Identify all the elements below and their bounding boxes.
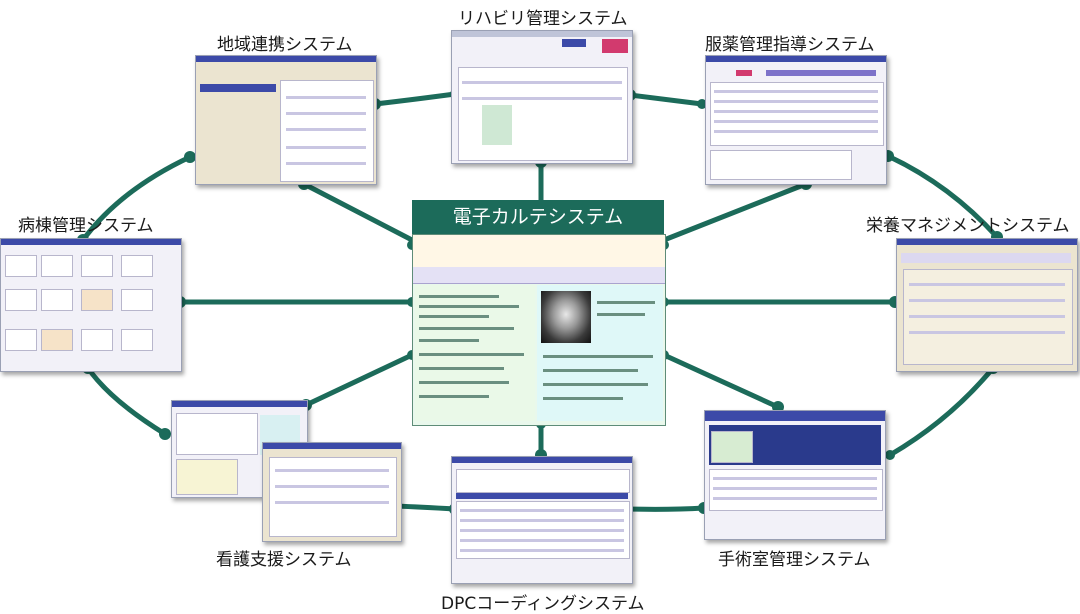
spoke-lower-left <box>303 352 415 408</box>
screenshot-rehab <box>451 30 633 164</box>
ring-arc-bottom-left <box>85 365 168 437</box>
screenshot-eiyo <box>896 238 1078 372</box>
spoke-lower-right <box>661 352 781 410</box>
label-chiiki: 地域連携システム <box>217 35 353 55</box>
label-shujutsu: 手術室管理システム <box>718 550 871 570</box>
ring-arc-bottom-right <box>887 365 996 458</box>
screenshot-chiiki <box>195 55 377 185</box>
ehr-screenshot <box>412 234 666 426</box>
screenshot-kango-back <box>262 442 402 542</box>
label-byoto: 病棟管理システム <box>18 216 154 236</box>
ring-arc-top-right <box>885 153 1000 240</box>
label-rehab: リハビリ管理システム <box>458 9 628 29</box>
ring-arc-top-right-mid <box>627 92 705 107</box>
screenshot-dpc <box>451 456 633 584</box>
label-dpc: DPCコーディングシステム <box>441 594 645 614</box>
ring-arc-top-left-mid <box>372 91 458 107</box>
label-fukuyaku: 服薬管理指導システム <box>705 35 875 55</box>
spoke-upper-right <box>661 181 809 243</box>
label-eiyo: 栄養マネジメントシステム <box>866 216 1070 236</box>
xray-image <box>541 291 591 343</box>
label-kango: 看護支援システム <box>216 550 352 570</box>
ring-arc-top-left <box>80 154 193 243</box>
spoke-upper-left <box>301 181 415 243</box>
ring-arc-bottom-left-mid <box>392 503 458 512</box>
center-title: 電子カルテシステム <box>412 200 664 234</box>
screenshot-shujutsu <box>704 410 886 540</box>
ring-arc-bottom-right-mid <box>625 505 707 512</box>
screenshot-byoto <box>0 238 182 372</box>
screenshot-fukuyaku <box>705 55 887 185</box>
